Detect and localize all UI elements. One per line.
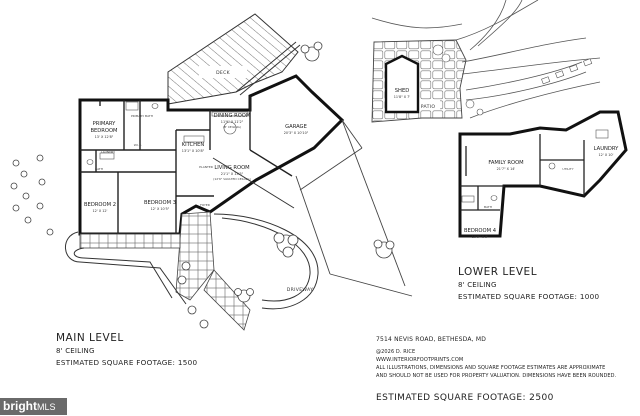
living-room-dim: 21'1" X 13'5" <box>221 172 244 176</box>
dining-room-dim: 11'9" X 11'2" <box>221 120 244 124</box>
bedroom-3-dim: 12' X 10'5" <box>151 207 170 211</box>
primary-bedroom-dim: 13' X 12'8" <box>95 135 114 139</box>
tree <box>234 288 254 303</box>
primary-bedroom-label: BEDROOM <box>90 128 117 134</box>
main-level-title: MAIN LEVEL <box>56 332 124 344</box>
family-room-dim: 21'7" X 14' <box>497 167 516 171</box>
shrubs <box>10 154 209 329</box>
lower-level-title: LOWER LEVEL <box>458 266 538 278</box>
planter-label: PLANTER <box>199 165 213 169</box>
main-level-sqft: ESTIMATED SQUARE FOOTAGE: 1500 <box>56 358 198 367</box>
bath-main-label: BATH <box>95 167 103 171</box>
tree <box>273 232 299 258</box>
lower-level-sqft: ESTIMATED SQUARE FOOTAGE: 1000 <box>458 292 600 301</box>
bedroom-4-label: BEDROOM 4 <box>464 228 497 234</box>
lower-fixtures <box>461 129 609 203</box>
website-text: WWW.INTERIORFOOTPRINTS.COM <box>376 357 464 363</box>
bedroom-2-label: BEDROOM 2 <box>84 202 116 208</box>
total-sqft: ESTIMATED SQUARE FOOTAGE: 2500 <box>376 393 554 403</box>
tree <box>300 41 323 62</box>
driveway-label: DRIVEWAY <box>287 287 313 293</box>
garden-paths <box>371 0 601 119</box>
shed-label: SHED <box>395 88 409 94</box>
main-level-ceiling: 8' CEILING <box>56 347 95 355</box>
landscape-walls <box>65 213 319 310</box>
living-room-fireplace-wall <box>212 157 295 209</box>
deck-stair <box>239 44 301 96</box>
copyright-text: @2026 D. RICE <box>376 349 416 355</box>
disclaimer-line-1: ALL ILLUSTRATIONS, DIMENSIONS AND SQUARE… <box>376 365 606 371</box>
bedroom-3-label: BEDROOM 3 <box>144 200 176 206</box>
family-room-label: FAMILY ROOM <box>488 160 523 166</box>
deck-stair <box>235 41 297 93</box>
lower-level-ceiling: 8' CEILING <box>458 281 497 289</box>
lower-level-plan: PATIO SHED 11'8" X 7' <box>371 0 628 239</box>
bright-mls-watermark: brightMLS <box>0 398 67 415</box>
bath-lower-label: BATH <box>484 205 492 209</box>
primary-bath-label: PRIMARY BATH <box>131 114 153 118</box>
watermark-text: bright <box>3 399 37 413</box>
patio-label: PATIO <box>421 104 436 110</box>
driveway-lines <box>295 119 413 297</box>
garden-rocks <box>432 44 593 116</box>
watermark-suffix: MLS <box>37 402 56 412</box>
deck-label: DECK <box>216 70 231 76</box>
tree <box>373 239 395 259</box>
laundry-label: LAUNDRY <box>594 146 620 152</box>
primary-bedroom-label: PRIMARY <box>93 121 117 127</box>
main-house-outline <box>78 74 345 236</box>
property-address: 7514 NEVIS ROAD, BETHESDA, MD <box>376 336 487 343</box>
kitchen-label: KITCHEN <box>182 142 205 148</box>
main-interior-walls <box>80 96 293 234</box>
main-level-plan: DECK <box>10 13 413 331</box>
lower-interior-walls <box>460 134 585 211</box>
rear-terrace <box>79 233 181 249</box>
kitchen-dim: 13'1" X 10'8" <box>182 149 205 153</box>
wic-label: W.I.C. <box>134 143 143 147</box>
dining-room-label: DINING ROOM <box>214 113 251 119</box>
shed-dim: 11'8" X 7' <box>394 95 411 99</box>
bedroom-4-dim: 10'9" X 9' <box>472 235 489 239</box>
living-room-label: LIVING ROOM <box>214 165 249 171</box>
laundry-main-label: LAUNDRY <box>101 150 115 154</box>
utility-label: UTILITY <box>562 167 573 171</box>
garage-label: GARAGE <box>285 124 307 130</box>
shed: SHED 11'8" X 7' <box>384 54 420 114</box>
dining-room-note: (8' CEILING) <box>223 125 241 129</box>
bedroom-2-dim: 12' X 12' <box>93 209 108 213</box>
laundry-dim: 12' X 10' <box>599 153 614 157</box>
disclaimer-line-2: AND SHOULD NOT BE USED FOR PROPERTY VALU… <box>376 373 617 379</box>
living-room-note: (12'6" VAULTED CEILING) <box>213 177 251 181</box>
deck: DECK <box>167 13 299 105</box>
garage-dim: 20'3" X 10'10" <box>284 131 309 135</box>
main-fixtures <box>86 101 249 165</box>
foyer-label: FOYER <box>200 203 210 207</box>
